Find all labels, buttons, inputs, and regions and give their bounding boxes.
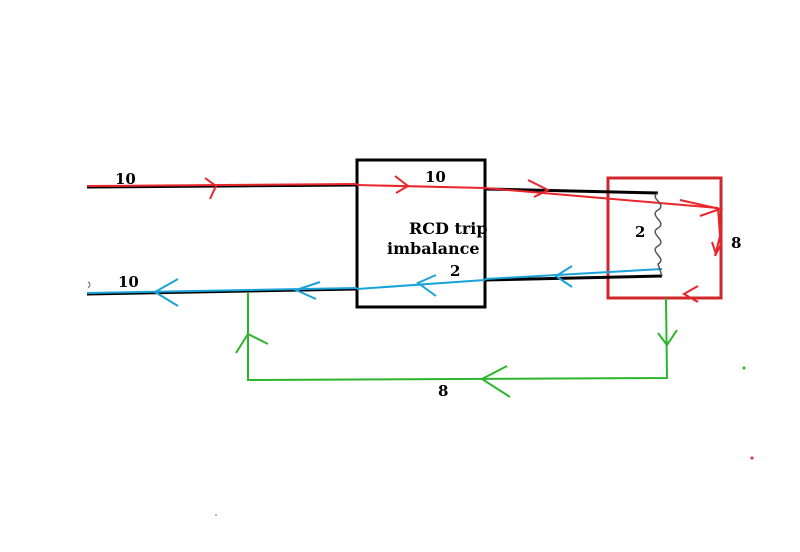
- live-wire-through-rcd: [356, 184, 486, 189]
- live-arrow-1: [204, 177, 218, 200]
- rcd-text-line-2: imbalance: [387, 239, 480, 258]
- neutral-wire-output: [484, 274, 663, 282]
- neutral-arrow-4: [554, 265, 573, 288]
- neutral-rcd-current-label: 2: [450, 262, 460, 280]
- live-rcd-current-label: 10: [425, 168, 446, 186]
- leak-current-label: 8: [731, 234, 741, 252]
- neutral-input-current-label: 10: [118, 273, 139, 291]
- leak-arrow-down: [711, 241, 723, 257]
- rcd-text-line-1: RCD trip: [409, 219, 488, 238]
- neutral-arrow-2: [293, 281, 321, 300]
- neutral-wire-output-current: [484, 268, 663, 280]
- live-arrow-4: [679, 199, 724, 217]
- stray-dot-red: [750, 456, 754, 460]
- live-wire-input-current: [86, 183, 358, 187]
- appliance-box: [606, 176, 723, 300]
- stray-mark-left: [87, 281, 91, 289]
- live-arrow-3: [527, 179, 551, 198]
- appliance-current-label: 2: [635, 223, 645, 241]
- neutral-arrow-1: [153, 278, 179, 307]
- neutral-arrow-3: [416, 274, 437, 297]
- stray-dot-grey: [215, 514, 217, 516]
- stray-dot-green: [742, 366, 746, 370]
- live-input-current-label: 10: [115, 170, 136, 188]
- earth-arrow-up: [235, 332, 269, 354]
- earth-arrow-down: [657, 329, 678, 347]
- earth-wire: [247, 292, 669, 382]
- neutral-wire-input-current: [86, 287, 358, 294]
- earth-current-label: 8: [438, 382, 448, 400]
- live-arrow-2: [394, 175, 410, 194]
- rcd-box: [355, 158, 487, 309]
- earth-arrow-left: [480, 365, 511, 398]
- leak-current-path: [714, 207, 722, 257]
- heating-element-coil: [654, 192, 663, 277]
- leak-arrow-left: [681, 285, 699, 303]
- live-wire-output-current: [484, 187, 719, 209]
